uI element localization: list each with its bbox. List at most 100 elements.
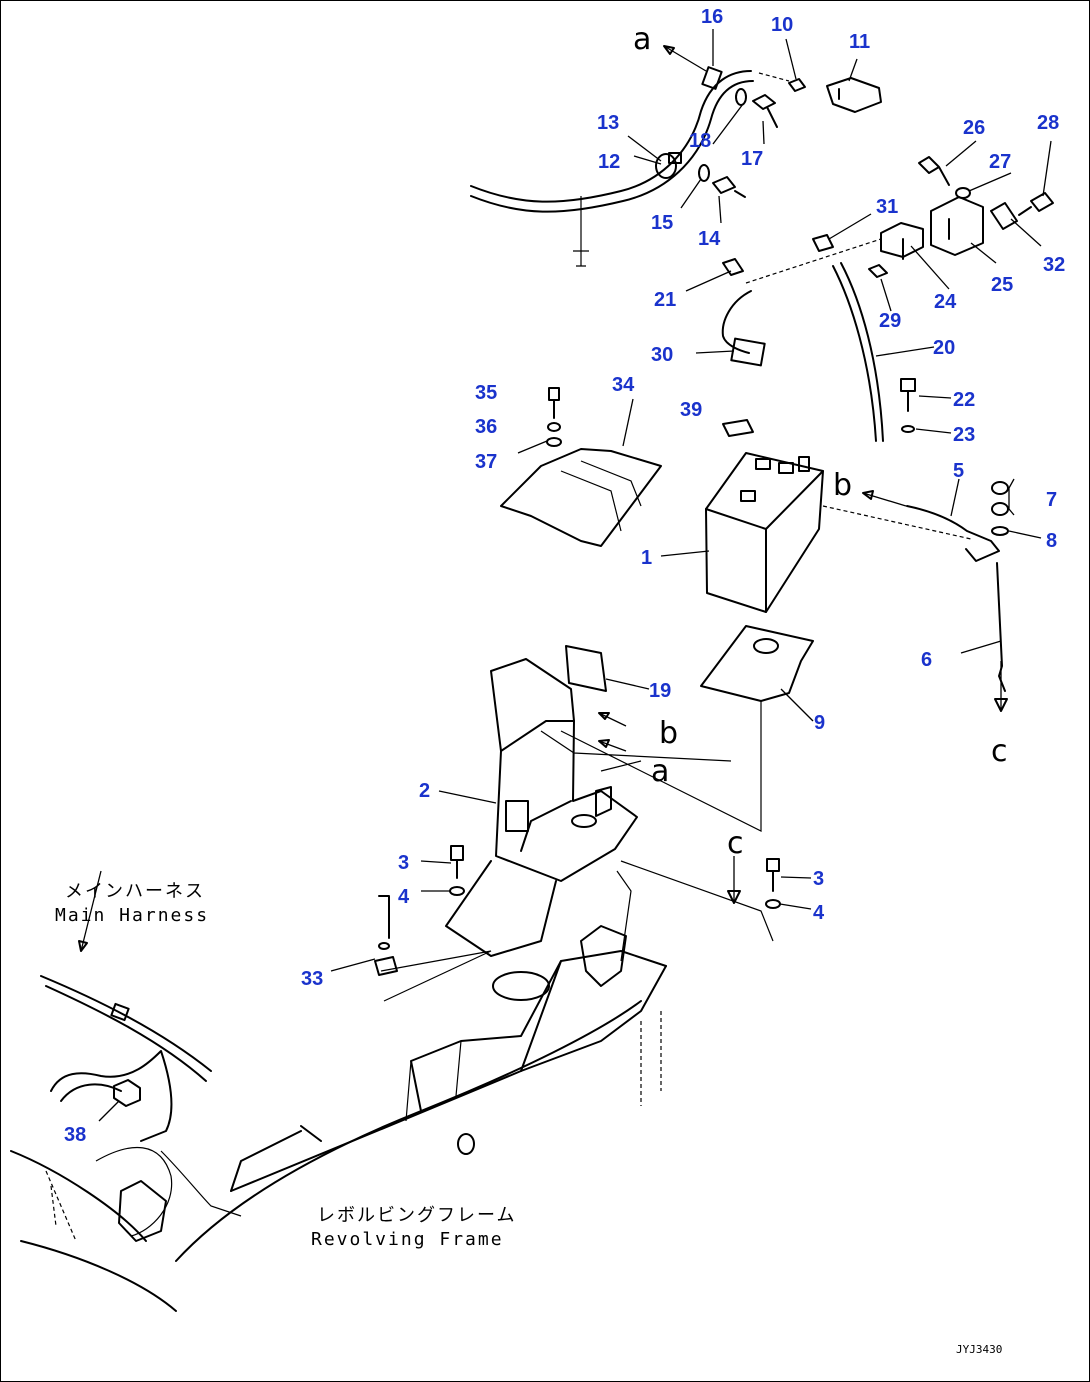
guide-lines [380, 701, 774, 1002]
callout-14: 14 [698, 228, 721, 250]
callout-31: 31 [876, 196, 898, 218]
nut-7 [991, 481, 1009, 516]
revolving-frame [10, 925, 667, 1312]
relay-38 [113, 1079, 141, 1107]
bolt-3-left [450, 845, 464, 879]
main-harness-jp: メインハーネス [65, 881, 205, 902]
plate-32 [990, 202, 1018, 230]
callout-22: 22 [953, 389, 975, 411]
main-harness-en: Main Harness [55, 905, 209, 926]
callout-34: 34 [612, 374, 635, 396]
callout-28: 28 [1037, 112, 1059, 134]
callout-4-right: 4 [813, 902, 825, 924]
clamp-12-13 [655, 152, 682, 179]
bolt-3-right [766, 858, 780, 892]
bolt-22 [900, 378, 916, 412]
bolt-17 [752, 94, 778, 128]
callout-1: 1 [641, 547, 652, 569]
callout-12: 12 [598, 151, 620, 173]
cable-20 [832, 262, 884, 442]
callout-11: 11 [849, 31, 870, 53]
callout-3-right: 3 [813, 868, 824, 890]
callout-37: 37 [475, 451, 497, 473]
clamp-16 [701, 66, 723, 90]
nut-29 [868, 264, 888, 278]
clip-33 [374, 895, 398, 976]
cap-21 [722, 258, 744, 276]
washer-37 [546, 437, 562, 447]
washer-8 [991, 526, 1009, 536]
revolving-frame-jp: レボルビングフレーム [317, 1205, 516, 1226]
callout-32: 32 [1043, 254, 1065, 276]
main-harness [40, 975, 212, 1142]
label-39 [722, 419, 754, 437]
ref-c-right: c [991, 734, 1008, 769]
cable-30 [721, 290, 766, 367]
callout-16: 16 [701, 6, 723, 28]
callout-20: 20 [933, 337, 955, 359]
callout-30: 30 [651, 344, 673, 366]
callout-18: 18 [689, 130, 711, 152]
callout-38: 38 [64, 1124, 86, 1146]
washer-27 [955, 187, 971, 199]
callout-35: 35 [475, 382, 497, 404]
ref-b-right: b [833, 468, 852, 503]
ref-letters: a b c b a c [633, 22, 1008, 861]
revolving-frame-en: Revolving Frame [311, 1229, 504, 1250]
mat-9 [700, 625, 814, 702]
ref-a-bracket: a [651, 754, 669, 789]
callout-23: 23 [953, 424, 975, 446]
callout-13: 13 [597, 112, 619, 134]
callout-2: 2 [419, 780, 430, 802]
callout-4-left: 4 [398, 886, 410, 908]
bolt-28 [1018, 192, 1054, 216]
arrows-refs [78, 45, 1008, 952]
washer-18 [735, 88, 747, 106]
bracket-2 [445, 658, 638, 957]
relay-24 [880, 222, 924, 260]
washer-23 [901, 425, 915, 433]
callout-6: 6 [921, 649, 932, 671]
ref-c-bracket: c [727, 826, 744, 861]
callout-3-left: 3 [398, 852, 409, 874]
callout-33: 33 [301, 968, 323, 990]
bolt-35 [548, 387, 560, 419]
washer-36 [547, 422, 561, 432]
callout-19: 19 [649, 680, 671, 702]
washer-4-right [765, 899, 781, 909]
drawing-code: JYJ3430 [956, 1343, 1002, 1356]
bolt-14 [712, 176, 746, 198]
clamp-5 [906, 505, 1000, 562]
callout-27: 27 [989, 151, 1011, 173]
washer-4-left [449, 886, 465, 896]
callout-24: 24 [934, 291, 957, 313]
battery-1 [705, 452, 824, 613]
leaders [98, 29, 1052, 1122]
ref-a-top: a [633, 22, 651, 57]
callout-10: 10 [771, 14, 793, 36]
pad-19 [565, 645, 607, 692]
callout-25: 25 [991, 274, 1013, 296]
callout-15: 15 [651, 212, 673, 234]
cover-34 [500, 448, 662, 547]
screw-10 [788, 78, 806, 92]
callout-5: 5 [953, 460, 964, 482]
callout-26: 26 [963, 117, 985, 139]
callout-9: 9 [814, 712, 825, 734]
callout-36: 36 [475, 416, 497, 438]
callout-7: 7 [1046, 489, 1057, 511]
ref-b-bracket: b [659, 716, 678, 751]
callouts: 16 10 11 13 18 12 17 15 14 26 27 28 31 3… [64, 6, 1065, 1146]
callout-8: 8 [1046, 530, 1057, 552]
captions: メインハーネス Main Harness レボルビングフレーム Revolvin… [55, 881, 1002, 1356]
washer-15 [698, 164, 710, 182]
cap-31 [812, 234, 834, 252]
callout-29: 29 [879, 310, 901, 332]
sensor-11 [826, 77, 882, 113]
callout-21: 21 [654, 289, 676, 311]
bolt-26 [918, 156, 950, 186]
callout-39: 39 [680, 399, 702, 421]
callout-17: 17 [741, 148, 763, 170]
